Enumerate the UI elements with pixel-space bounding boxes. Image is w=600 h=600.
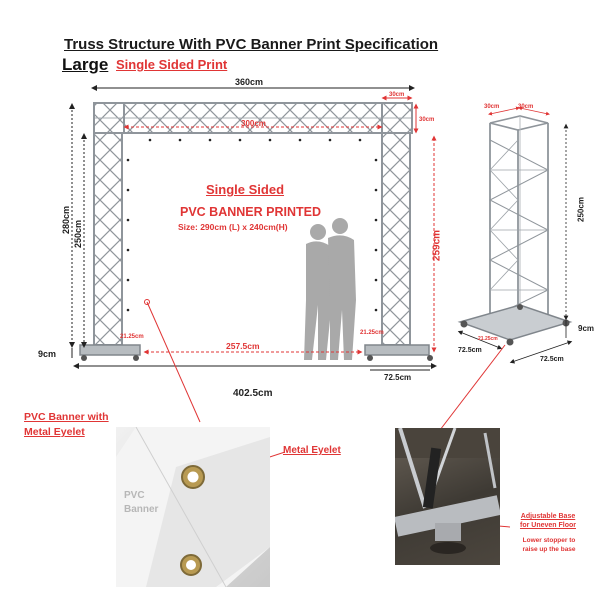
front-dimensions: [69, 85, 437, 371]
pvc-banner-photo: PVC Banner: [116, 427, 270, 587]
front-truss: [79, 102, 433, 361]
side-truss-tower: [457, 115, 573, 346]
lower-stopper-label: Lower stopper to raise up the base: [522, 537, 576, 553]
dim-bottom-inner: 257.5cm: [226, 341, 260, 351]
pvc-callout-line2: Metal Eyelet: [24, 426, 85, 438]
adjustable-base-photo: [395, 428, 500, 565]
dim-inner-width: 300cm: [241, 119, 266, 128]
side-base-w2: 72.5cm: [540, 356, 564, 363]
pvc-callout-line1: PVC Banner with: [24, 411, 109, 423]
pvc-banner-callout: PVC Banner with Metal Eyelet: [24, 410, 109, 440]
dim-base-height: 9cm: [38, 349, 57, 359]
dim-module-width: 30cm: [389, 92, 405, 98]
banner-eyelets: [126, 138, 378, 312]
dim-total-height: 280cm: [61, 205, 71, 235]
metal-eyelet-label: Metal Eyelet: [283, 445, 341, 456]
side-height: 250cm: [576, 197, 586, 222]
page-title: Truss Structure With PVC Banner Print Sp…: [64, 36, 439, 53]
adjustable-base-label: Adjustable Base for Uneven Floor: [519, 513, 576, 529]
dim-gap-right: 21.25cm: [360, 330, 384, 336]
dim-column-height: 250cm: [73, 219, 83, 249]
dim-module-height: 30cm: [419, 117, 435, 123]
side-top-w1: 30cm: [484, 104, 500, 110]
dim-width-top: 360cm: [235, 77, 264, 87]
side-top-w2: 30cm: [518, 104, 534, 110]
banner-line2: PVC BANNER PRINTED: [180, 205, 321, 219]
dim-total-width: 402.5cm: [233, 388, 273, 399]
dim-banner-height: 259cm: [431, 229, 443, 262]
banner-line1: Single Sided: [206, 182, 285, 197]
person-silhouette: [304, 218, 356, 360]
dim-gap-left: 21.25cm: [120, 334, 144, 340]
side-base-height: 9cm: [578, 324, 595, 333]
dim-base-width: 72.5cm: [384, 373, 412, 382]
photo-pvc-label: PVC Banner: [124, 490, 159, 515]
side-base-w1: 72.5cm: [458, 347, 482, 354]
size-label: Large: [62, 55, 109, 74]
side-dimensions: [457, 106, 573, 364]
print-type-label: Single Sided Print: [116, 57, 228, 72]
side-inner: 21.25cm: [478, 336, 498, 342]
banner-size: Size: 290cm (L) x 240cm(H): [178, 222, 288, 232]
